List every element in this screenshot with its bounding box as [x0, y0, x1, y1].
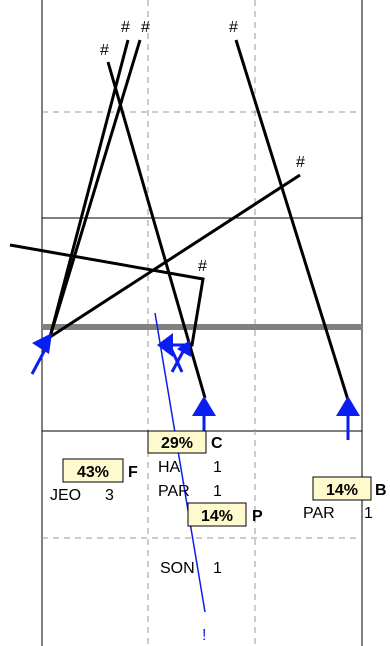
box-c-tag: C — [211, 435, 223, 452]
box-b-line1-name: PAR — [303, 505, 335, 522]
hash-marker-5: # — [296, 154, 305, 171]
blue-arrow-left — [30, 333, 52, 375]
blue-arrow-center-2 — [168, 340, 191, 373]
box-c-line2-name: PAR — [158, 483, 190, 500]
box-c-percent: 29% — [161, 435, 193, 452]
label-box-p: 14% P SON 1 — [160, 502, 263, 577]
black-line-2 — [48, 39, 142, 338]
label-box-b: 14% B PAR 1 — [303, 476, 387, 522]
hash-marker-1: # — [121, 19, 130, 36]
box-f-line1-name: JEO — [50, 487, 81, 504]
box-b-tag: B — [375, 482, 387, 499]
black-line-5 — [234, 39, 350, 401]
hash-marker-4: # — [229, 19, 238, 36]
box-b-line1-count: 1 — [364, 505, 373, 522]
hash-marker-2: # — [141, 19, 150, 36]
hash-marker-3: # — [100, 42, 109, 59]
box-p-tag: P — [252, 508, 263, 525]
blue-arrow-center-1 — [157, 333, 183, 357]
box-f-line1-count: 3 — [105, 487, 114, 504]
hash-marker-6: # — [198, 258, 207, 275]
label-box-f: 43% F JEO 3 — [50, 458, 138, 504]
blue-arrow-right — [336, 396, 360, 440]
exclamation-marker: ! — [202, 627, 206, 644]
box-p-line1-name: SON — [160, 560, 195, 577]
box-p-percent: 14% — [201, 508, 233, 525]
black-line-4 — [49, 173, 301, 339]
blue-line — [154, 312, 206, 613]
box-f-percent: 43% — [77, 464, 109, 481]
box-b-percent: 14% — [326, 482, 358, 499]
box-c-line1-name: HA — [158, 459, 181, 476]
label-box-c: 29% C HA 1 PAR 1 — [147, 430, 223, 500]
blue-arrow-mid — [192, 396, 216, 433]
box-c-line2-count: 1 — [213, 483, 222, 500]
thick-grey-bar — [42, 324, 362, 330]
box-p-line1-count: 1 — [213, 560, 222, 577]
box-f-tag: F — [128, 464, 138, 481]
box-c-line1-count: 1 — [213, 459, 222, 476]
